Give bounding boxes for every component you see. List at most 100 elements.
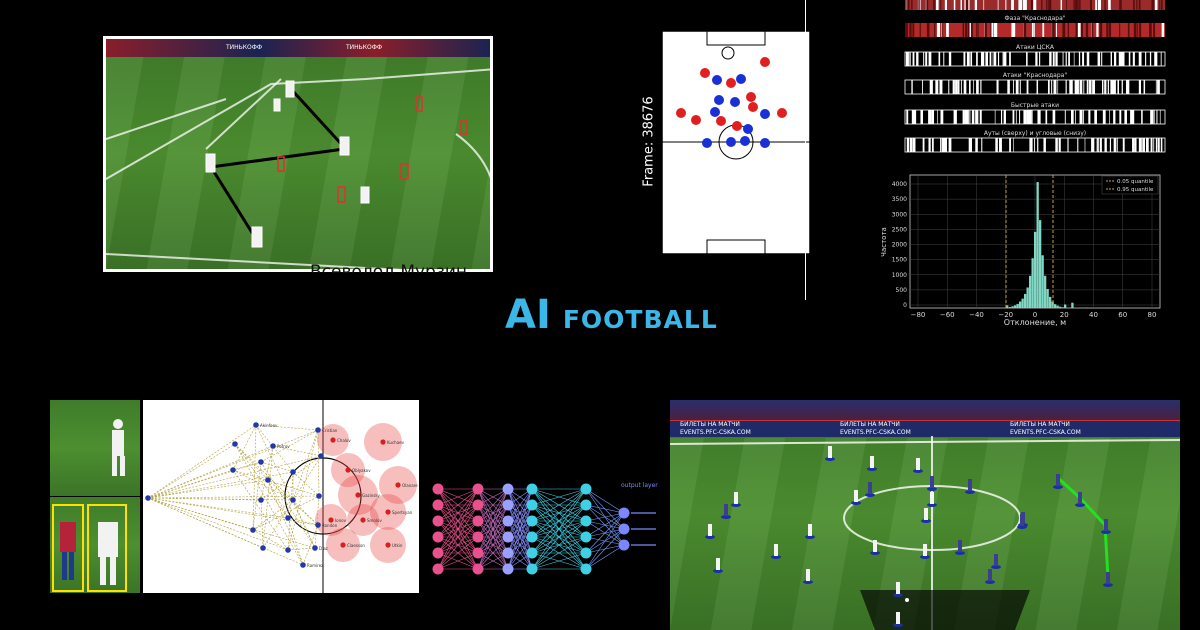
event-tick: [948, 138, 952, 152]
event-tick: [1030, 138, 1033, 152]
event-tick: [1139, 52, 1142, 66]
event-tick: [975, 110, 979, 124]
nn-edge: [585, 504, 625, 514]
pass-edge: [260, 461, 294, 473]
player-marker: [921, 519, 931, 523]
player-node: [290, 497, 296, 503]
event-tick: [1137, 23, 1139, 37]
player: [870, 456, 874, 468]
histogram-bar: [1044, 275, 1047, 308]
event-tick: [1009, 52, 1011, 66]
nn-neuron: [472, 563, 484, 575]
player: [806, 569, 810, 581]
strip-label: Быстрые атаки: [1010, 102, 1060, 109]
event-tick: [1089, 80, 1092, 94]
event-tick: [981, 138, 983, 152]
opponent-node: [330, 437, 336, 443]
event-tick: [1023, 110, 1027, 124]
nn-edge: [531, 552, 587, 570]
event-tick: [927, 23, 929, 37]
histogram-bar: [1034, 231, 1037, 308]
histogram-bar: [1029, 275, 1032, 308]
event-tick: [1117, 80, 1119, 94]
event-tick: [1107, 80, 1109, 94]
event-tick: [1031, 0, 1034, 10]
nn-neuron: [618, 539, 630, 551]
player-marker: [991, 565, 1001, 569]
network-node-label: Claesson: [347, 543, 365, 548]
event-tick: [1138, 80, 1142, 94]
event-tick: [1065, 52, 1067, 66]
banner-text: EVENTS.PFC-CSKA.COM: [680, 429, 751, 436]
pass-edge: [267, 479, 319, 526]
ball-marker: [721, 46, 735, 60]
event-tick: [1116, 138, 1118, 152]
opponent-node: [385, 509, 391, 515]
pass-edge: [147, 497, 319, 526]
nn-neuron: [502, 483, 514, 495]
player: [1078, 492, 1082, 504]
nn-neuron: [472, 499, 484, 511]
player-box: [337, 186, 346, 203]
nn-edge: [531, 536, 587, 570]
network-node-label: Smolov: [367, 518, 382, 523]
event-tick: [941, 110, 944, 124]
pass-edge: [252, 495, 320, 531]
event-tick: [929, 52, 932, 66]
event-tick: [1125, 80, 1128, 94]
event-tick: [930, 80, 933, 94]
event-tick: [1033, 0, 1037, 10]
event-tick: [936, 0, 939, 10]
histogram-bar: [1041, 255, 1044, 308]
pass-edge: [147, 424, 257, 499]
pass-edge: [234, 443, 319, 526]
event-tick: [1077, 80, 1079, 94]
nn-edge: [437, 488, 479, 506]
player-node: [258, 459, 264, 465]
player-node: [260, 545, 266, 551]
ai-football-title: AI FOOTBALL: [505, 292, 718, 342]
event-tick: [1118, 52, 1122, 66]
event-tick: [1049, 52, 1052, 66]
event-tick: [980, 80, 982, 94]
strip-label: Фаза "Краснодара": [1004, 15, 1066, 22]
title-ai: AI: [505, 292, 551, 338]
event-tick: [946, 23, 949, 37]
nn-edge: [585, 512, 625, 570]
event-tick: [1063, 23, 1066, 37]
nn-edge: [477, 488, 509, 554]
pass-edge: [302, 524, 319, 566]
event-tick: [997, 52, 1000, 66]
event-tick: [965, 110, 969, 124]
pass-edge: [255, 424, 316, 549]
event-tick: [1150, 138, 1153, 152]
event-tick: [932, 138, 933, 152]
event-tick: [1011, 23, 1013, 37]
event-tick: [964, 110, 967, 124]
event-tick: [1036, 80, 1039, 94]
nn-edge: [477, 520, 509, 570]
event-tick: [966, 0, 969, 10]
pass-edge: [260, 499, 264, 549]
event-tick: [1160, 0, 1163, 10]
nn-neuron: [472, 515, 484, 527]
event-tick: [971, 110, 975, 124]
event-tick: [1086, 52, 1088, 66]
event-tick: [1033, 23, 1035, 37]
event-tick: [948, 52, 952, 66]
pass-edge: [147, 497, 294, 501]
pass-edge: [147, 495, 320, 499]
event-tick: [1058, 138, 1061, 152]
event-tick: [941, 80, 943, 94]
event-tick: [910, 138, 912, 152]
event-tick: [960, 80, 962, 94]
event-tick: [962, 23, 965, 37]
nn-edge: [477, 488, 509, 570]
histogram-bar: [1014, 305, 1017, 308]
event-tick: [1052, 52, 1055, 66]
event-tick: [1026, 52, 1028, 66]
event-tick: [905, 23, 908, 37]
player: [1056, 474, 1060, 486]
strip-label: Атаки ЦСКА: [1016, 44, 1054, 51]
player-marker: [985, 580, 995, 584]
